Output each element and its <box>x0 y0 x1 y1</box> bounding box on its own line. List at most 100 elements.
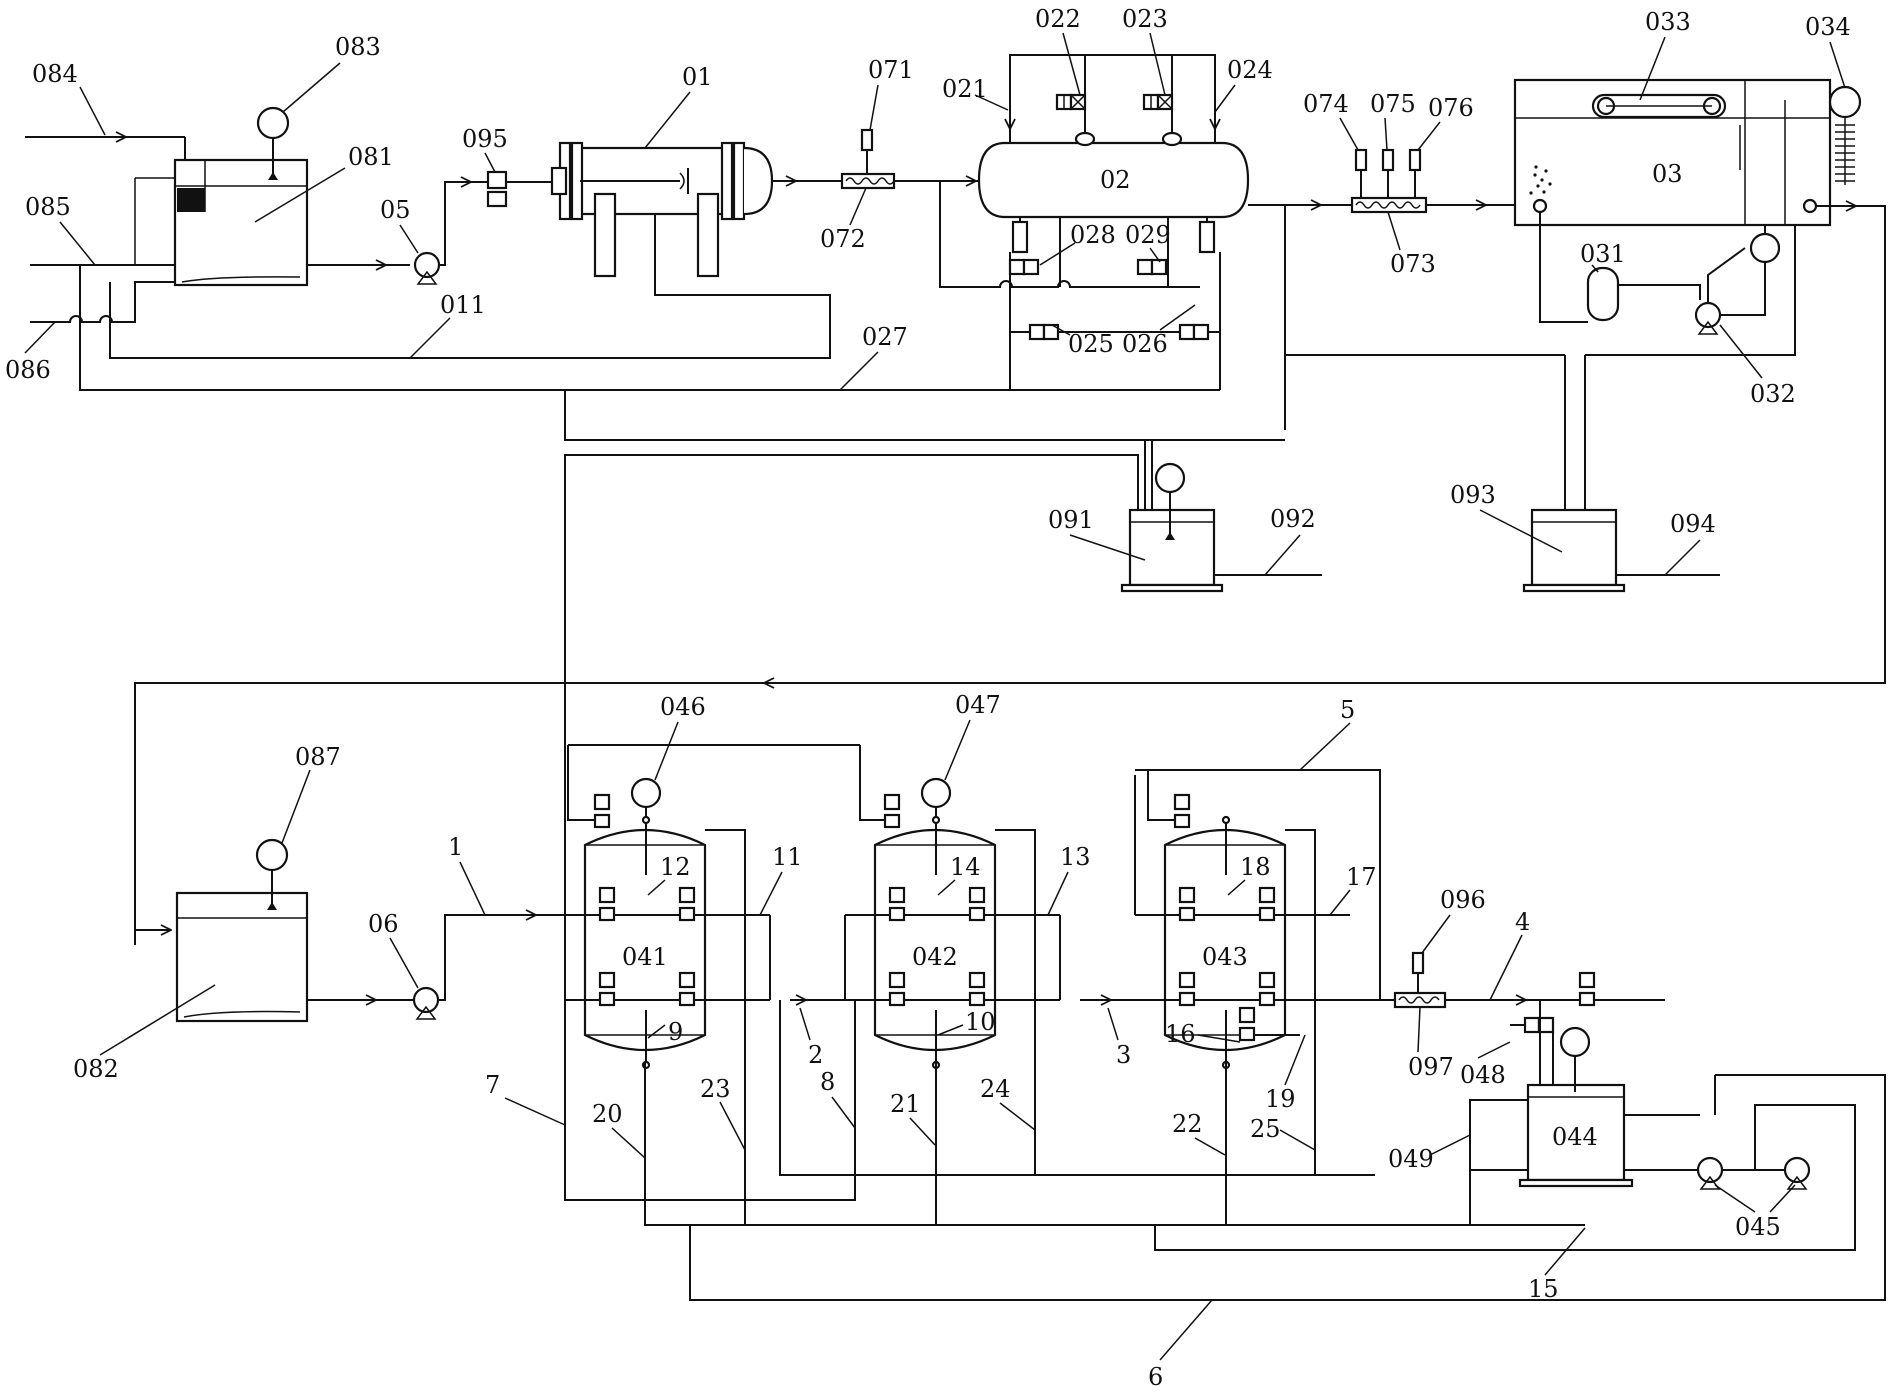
motor-034 <box>1828 85 1862 185</box>
label-01: 01 <box>682 63 713 91</box>
feed-line-084 <box>25 137 186 160</box>
label-045: 045 <box>1735 1213 1781 1241</box>
label-025: 025 <box>1068 330 1114 358</box>
label-096: 096 <box>1440 886 1486 914</box>
label-2: 2 <box>808 1041 823 1069</box>
label-085: 085 <box>25 193 71 221</box>
label-8: 8 <box>820 1068 835 1096</box>
separator-03 <box>1513 78 1880 227</box>
label-042: 042 <box>912 943 958 971</box>
label-21: 21 <box>890 1090 921 1118</box>
valve-022 <box>1055 93 1087 111</box>
tank-091 <box>564 440 1322 1010</box>
label-10: 10 <box>965 1008 996 1036</box>
label-072: 072 <box>820 225 866 253</box>
label-092: 092 <box>1270 505 1316 533</box>
label-6: 6 <box>1148 1363 1163 1391</box>
label-094: 094 <box>1670 510 1716 538</box>
label-1: 1 <box>448 833 463 861</box>
label-023: 023 <box>1122 5 1168 33</box>
label-14: 14 <box>950 853 981 881</box>
label-3: 3 <box>1116 1041 1131 1069</box>
bubbles <box>1529 165 1552 195</box>
reference-labels: 084 083 081 085 086 011 05 095 01 071 07… <box>5 5 1851 1391</box>
label-047: 047 <box>955 691 1001 719</box>
label-081: 081 <box>348 143 394 171</box>
label-16: 16 <box>1165 1020 1196 1048</box>
label-18: 18 <box>1240 853 1271 881</box>
label-22: 22 <box>1172 1110 1203 1138</box>
line-to-exchanger <box>439 170 560 266</box>
label-048: 048 <box>1460 1061 1506 1089</box>
label-082: 082 <box>73 1055 119 1083</box>
label-046: 046 <box>660 693 706 721</box>
tank-081 <box>134 158 309 287</box>
label-021: 021 <box>942 75 988 103</box>
label-087: 087 <box>295 743 341 771</box>
level-gauge-087 <box>255 838 289 910</box>
valve-023 <box>1142 93 1174 111</box>
label-011: 011 <box>440 291 486 319</box>
label-075: 075 <box>1370 90 1416 118</box>
column-041 <box>545 745 770 1070</box>
vessel-031 <box>1539 212 1701 323</box>
pump-06 <box>307 915 545 1020</box>
label-049: 049 <box>1388 1145 1434 1173</box>
label-02: 02 <box>1100 166 1131 194</box>
label-086: 086 <box>5 356 51 384</box>
label-24: 24 <box>980 1075 1011 1103</box>
label-03: 03 <box>1652 160 1683 188</box>
label-026: 026 <box>1122 330 1168 358</box>
column-042 <box>790 745 1060 1070</box>
label-034: 034 <box>1805 13 1851 41</box>
feed-line-086 <box>30 281 175 323</box>
label-073: 073 <box>1390 250 1436 278</box>
column-043 <box>1080 770 1395 1070</box>
heater-073 <box>1248 148 1515 214</box>
label-071: 071 <box>868 56 914 84</box>
label-13: 13 <box>1060 843 1091 871</box>
label-083: 083 <box>335 33 381 61</box>
pump-032 <box>1694 225 1781 335</box>
tank-093 <box>1285 225 1796 593</box>
reactor-02 <box>939 54 1286 430</box>
label-9: 9 <box>668 1018 683 1046</box>
label-05: 05 <box>380 196 411 224</box>
label-024: 024 <box>1227 56 1273 84</box>
label-022: 022 <box>1035 5 1081 33</box>
label-5: 5 <box>1340 696 1355 724</box>
recycle-line <box>134 205 1886 945</box>
label-044: 044 <box>1552 1123 1598 1151</box>
outlet-line-4 <box>1393 951 1665 1009</box>
label-15: 15 <box>1528 1275 1559 1303</box>
label-095: 095 <box>462 125 508 153</box>
label-074: 074 <box>1303 90 1349 118</box>
label-23: 23 <box>700 1075 731 1103</box>
pump-05 <box>307 251 441 285</box>
tank-082 <box>175 891 309 1023</box>
label-4: 4 <box>1515 908 1530 936</box>
label-032: 032 <box>1750 380 1796 408</box>
return-line-011 <box>109 214 831 359</box>
label-043: 043 <box>1202 943 1248 971</box>
label-033: 033 <box>1645 8 1691 36</box>
label-093: 093 <box>1450 481 1496 509</box>
label-12: 12 <box>660 853 691 881</box>
label-076: 076 <box>1428 94 1474 122</box>
label-25: 25 <box>1250 1115 1281 1143</box>
label-17: 17 <box>1346 863 1377 891</box>
label-097: 097 <box>1408 1053 1454 1081</box>
label-084: 084 <box>32 60 78 88</box>
label-20: 20 <box>592 1100 623 1128</box>
label-027: 027 <box>862 323 908 351</box>
label-19: 19 <box>1265 1085 1296 1113</box>
heat-exchanger-01 <box>550 141 842 278</box>
label-028: 028 <box>1070 221 1116 249</box>
heater-072 <box>840 128 985 190</box>
label-11: 11 <box>772 843 803 871</box>
label-7: 7 <box>485 1071 500 1099</box>
level-gauge-083 <box>256 106 290 180</box>
label-031: 031 <box>1580 240 1626 268</box>
label-06: 06 <box>368 910 399 938</box>
